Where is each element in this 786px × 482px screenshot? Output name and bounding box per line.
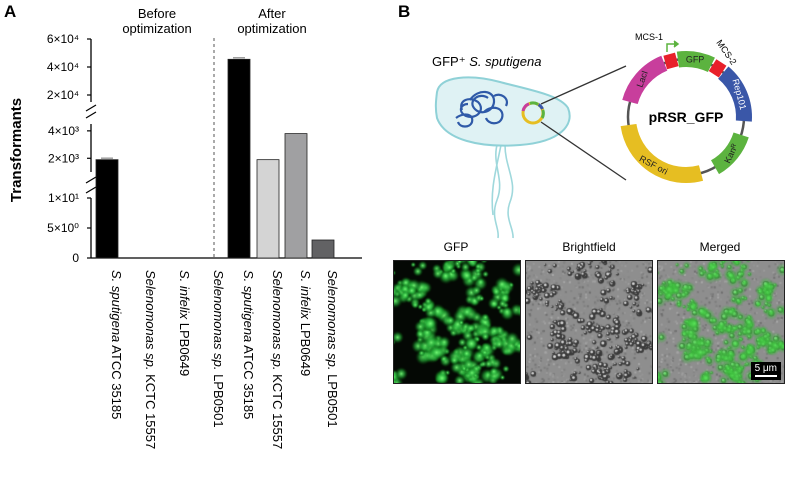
x-tick-label-species: S. infelix	[298, 270, 313, 320]
group-after-label: After optimization	[237, 6, 306, 36]
x-tick-label-species: Selenomonas sp.	[143, 270, 158, 370]
y-tick-label: 2×10³	[48, 151, 79, 165]
micrograph-gfp	[393, 260, 521, 384]
cell-plasmid-icon	[521, 101, 545, 125]
feature-rep101	[717, 66, 752, 122]
x-tick-label-strain: ATCC 35185	[241, 342, 256, 419]
x-tick-label-strain: KCTC 15557	[270, 370, 285, 449]
x-tick-label: Selenomonas sp. LPB0501	[325, 270, 340, 428]
x-tick-label-species: Selenomonas sp.	[325, 270, 340, 370]
site-label-mcs-1: MCS-1	[635, 32, 663, 42]
micrograph-label-brightfield: Brightfield	[562, 240, 615, 254]
x-tick-label-species: S. sputigena	[109, 270, 124, 342]
x-tick-label: S. sputigena ATCC 35185	[109, 270, 124, 419]
group-before-label: Before optimization	[122, 6, 191, 36]
bar	[256, 159, 280, 259]
y-tick-label: 2×10⁴	[47, 88, 79, 102]
x-tick-label-species: Selenomonas sp.	[270, 270, 285, 370]
group-before-line2: optimization	[122, 21, 191, 36]
cell-title-species: S. sputigena	[469, 54, 541, 69]
micrograph-label-gfp: GFP	[444, 240, 469, 254]
x-tick-label-species: S. sputigena	[241, 270, 256, 342]
axis-break-mark	[85, 186, 97, 194]
micrograph-brightfield	[525, 260, 653, 384]
x-tick-labels: S. sputigena ATCC 35185 Selenomonas sp. K…	[109, 270, 340, 449]
axis-break-mark	[85, 111, 97, 119]
cell-body	[434, 76, 571, 147]
cell-title: GFP⁺ S. sputigena	[432, 54, 541, 69]
plasmid-name: pRSR_GFP	[649, 109, 724, 125]
group-after-line1: After	[258, 6, 286, 21]
y-tick-label: 4×10⁴	[47, 60, 79, 74]
y-tick-label: 6×10⁴	[47, 32, 79, 46]
panel-b-label: B	[398, 2, 410, 21]
x-tick-label-strain: LPB0649	[298, 319, 313, 376]
scale-bar: 5 μm	[750, 362, 781, 380]
axis-break-mark	[85, 176, 97, 184]
micrograph-label-merged: Merged	[700, 240, 741, 254]
bar	[227, 58, 251, 259]
axis-break-mark	[85, 104, 97, 112]
bars	[95, 57, 335, 259]
x-tick-label: S. infelix LPB0649	[298, 270, 313, 376]
mcs-2-box	[708, 59, 727, 78]
y-tick-label: 0	[72, 251, 79, 265]
x-tick-label-species: S. infelix	[177, 270, 192, 320]
mcs-1-arrow	[666, 40, 680, 52]
feature-rsf-ori	[620, 123, 704, 183]
bar	[95, 159, 119, 259]
x-tick-label: Selenomonas sp. LPB0501	[211, 270, 226, 428]
x-tick-label: Selenomonas sp. KCTC 15557	[143, 270, 158, 449]
flagella	[491, 144, 514, 239]
scale-bar-line	[754, 375, 777, 377]
y-tick-label: 1×10¹	[48, 191, 79, 205]
feature-kan	[710, 132, 749, 175]
y-axis: 6×10⁴ 4×10⁴ 2×10⁴ 4×10³ 2×10³ 1×10¹ 5×10⁰ 0	[47, 32, 362, 265]
panel-a-label: A	[4, 2, 16, 21]
connector-bottom	[540, 121, 627, 181]
mcs-1-box	[663, 52, 679, 70]
x-tick-label-strain: LPB0501	[325, 370, 340, 427]
y-tick-label: 5×10⁰	[47, 221, 79, 235]
cell-title-prefix: GFP⁺	[432, 54, 469, 69]
y-tick-label: 4×10³	[48, 124, 79, 138]
connector-top	[540, 65, 627, 105]
scale-bar-label: 5 μm	[754, 363, 777, 374]
bar	[284, 133, 308, 259]
y-axis-label: Transformants	[8, 98, 25, 202]
chromosome	[455, 90, 508, 128]
group-before-line1: Before	[138, 6, 176, 21]
feature-label-gfp: GFP	[686, 55, 705, 65]
x-tick-label-strain: KCTC 15557	[143, 370, 158, 449]
x-tick-label-strain: ATCC 35185	[109, 342, 124, 419]
feature-gfp	[676, 51, 715, 73]
x-tick-label: S. sputigena ATCC 35185	[241, 270, 256, 419]
x-tick-label-strain: LPB0501	[211, 370, 226, 427]
group-after-line2: optimization	[237, 21, 306, 36]
feature-laci	[622, 55, 668, 105]
x-tick-label: Selenomonas sp. KCTC 15557	[270, 270, 285, 449]
micrograph-merged: 5 μm	[657, 260, 785, 384]
bar	[311, 239, 335, 259]
x-tick-label: S. infelix LPB0649	[177, 270, 192, 376]
x-tick-label-species: Selenomonas sp.	[211, 270, 226, 370]
x-tick-label-strain: LPB0649	[177, 319, 192, 376]
